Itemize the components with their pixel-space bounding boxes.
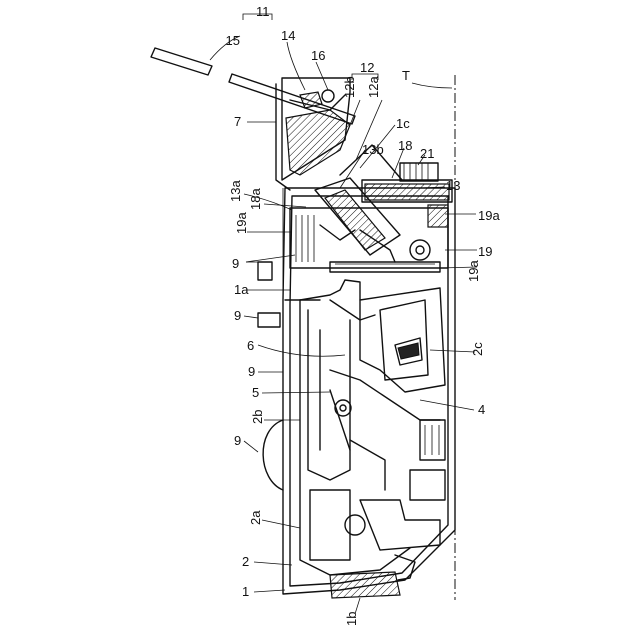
label-19: 19 [478, 244, 492, 259]
label-16: 16 [311, 48, 325, 63]
label-1a: 1a [234, 282, 249, 297]
label-19a-top: 19a [478, 208, 500, 223]
label-11: 11 [256, 4, 270, 19]
label-6: 6 [247, 338, 254, 353]
label-9-low: 9 [248, 364, 255, 379]
label-13b: 13b [362, 142, 384, 157]
label-19a-left: 19a [234, 212, 249, 234]
label-2b: 2b [250, 410, 265, 424]
label-2a: 2a [248, 510, 263, 525]
label-9-mid: 9 [234, 308, 241, 323]
label-12: 12 [360, 60, 374, 75]
upper-right-block [362, 163, 452, 202]
label-2: 2 [242, 554, 249, 569]
label-1c: 1c [396, 116, 410, 131]
reference-labels: 11 15 14 16 12 12b 12a 7 T 1c 18 21 13b … [226, 4, 501, 626]
label-21: 21 [420, 146, 434, 161]
label-4: 4 [478, 402, 485, 417]
base-mechanism [310, 420, 445, 598]
label-13: 13 [446, 178, 460, 193]
label-9-bottom: 9 [234, 433, 241, 448]
label-7: 7 [234, 114, 241, 129]
label-18a: 18a [248, 188, 263, 210]
main-housing [283, 188, 455, 594]
label-19a-mid: 19a [466, 260, 481, 282]
label-12a: 12a [366, 76, 381, 98]
external-knobs [258, 262, 283, 490]
label-12b: 12b [342, 76, 357, 98]
cap-assembly [276, 78, 350, 190]
nozzle-assembly [315, 145, 402, 262]
label-2c: 2c [470, 342, 485, 356]
label-1b: 1b [344, 612, 359, 626]
label-1: 1 [242, 584, 249, 599]
label-9-top: 9 [232, 256, 239, 271]
label-15: 15 [226, 33, 240, 48]
label-5: 5 [252, 385, 259, 400]
label-T: T [402, 68, 410, 83]
label-14: 14 [281, 28, 295, 43]
label-13a: 13a [228, 180, 243, 202]
label-18: 18 [398, 138, 412, 153]
